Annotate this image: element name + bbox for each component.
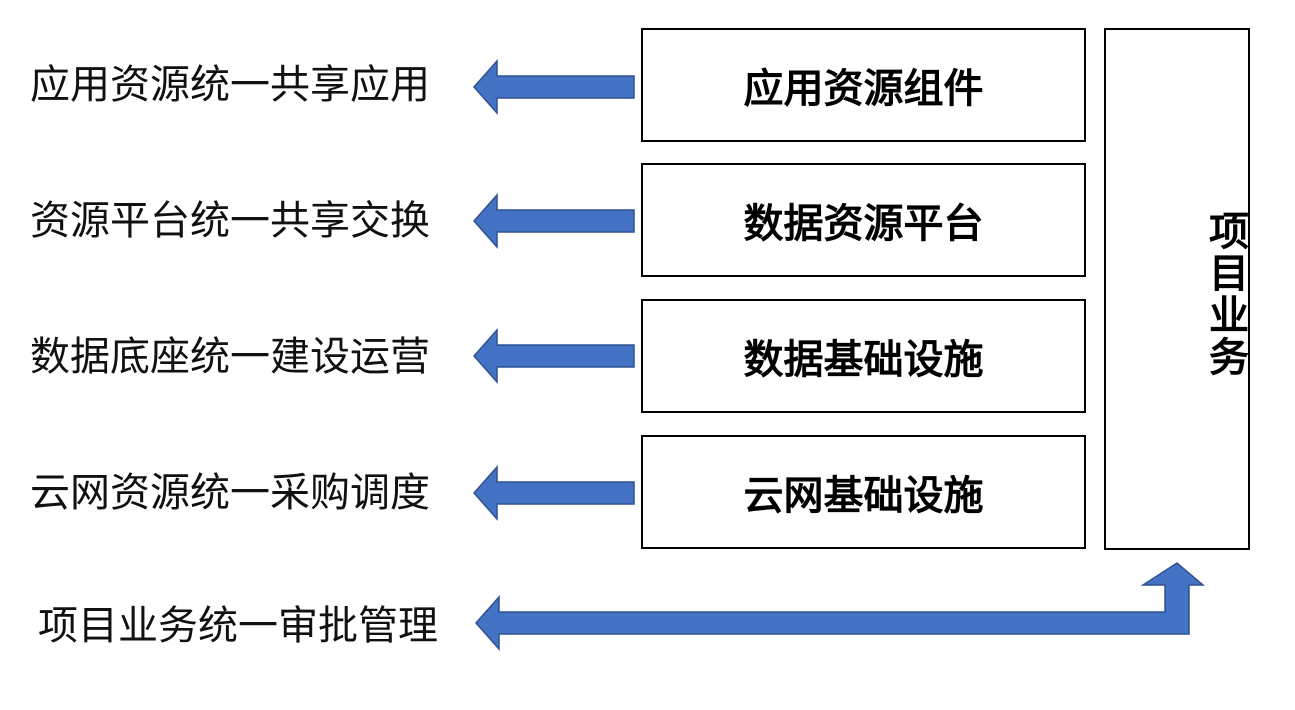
arrow-left-app	[472, 59, 635, 115]
layer-box-label: 应用资源组件	[743, 66, 984, 112]
layer-box-data-infra: 数据基础设施	[641, 299, 1086, 413]
layer-box-label: 数据基础设施	[743, 337, 984, 383]
outcome-label-project: 项目业务统一审批管理	[38, 603, 438, 649]
outcome-label-cloud-infra: 云网资源统一采购调度	[30, 470, 430, 516]
outcome-label-app: 应用资源统一共享应用	[30, 62, 430, 108]
layer-box-label: 云网基础设施	[743, 473, 984, 519]
arrow-left-data-infra	[472, 328, 635, 384]
arrow-bent-project	[474, 562, 1206, 651]
layer-box-app-components: 应用资源组件	[641, 28, 1086, 142]
arrow-left-data-platform	[472, 193, 635, 249]
layer-box-cloud-infra: 云网基础设施	[641, 435, 1086, 549]
side-box-label: 项目业务	[1202, 210, 1248, 378]
side-box-project-business: 项目业务	[1104, 28, 1250, 550]
layer-box-data-platform: 数据资源平台	[641, 163, 1086, 277]
outcome-label-data-platform: 资源平台统一共享交换	[30, 198, 430, 244]
outcome-label-data-infra: 数据底座统一建设运营	[30, 334, 430, 380]
arrow-left-cloud-infra	[472, 465, 635, 521]
layer-box-label: 数据资源平台	[743, 201, 984, 247]
